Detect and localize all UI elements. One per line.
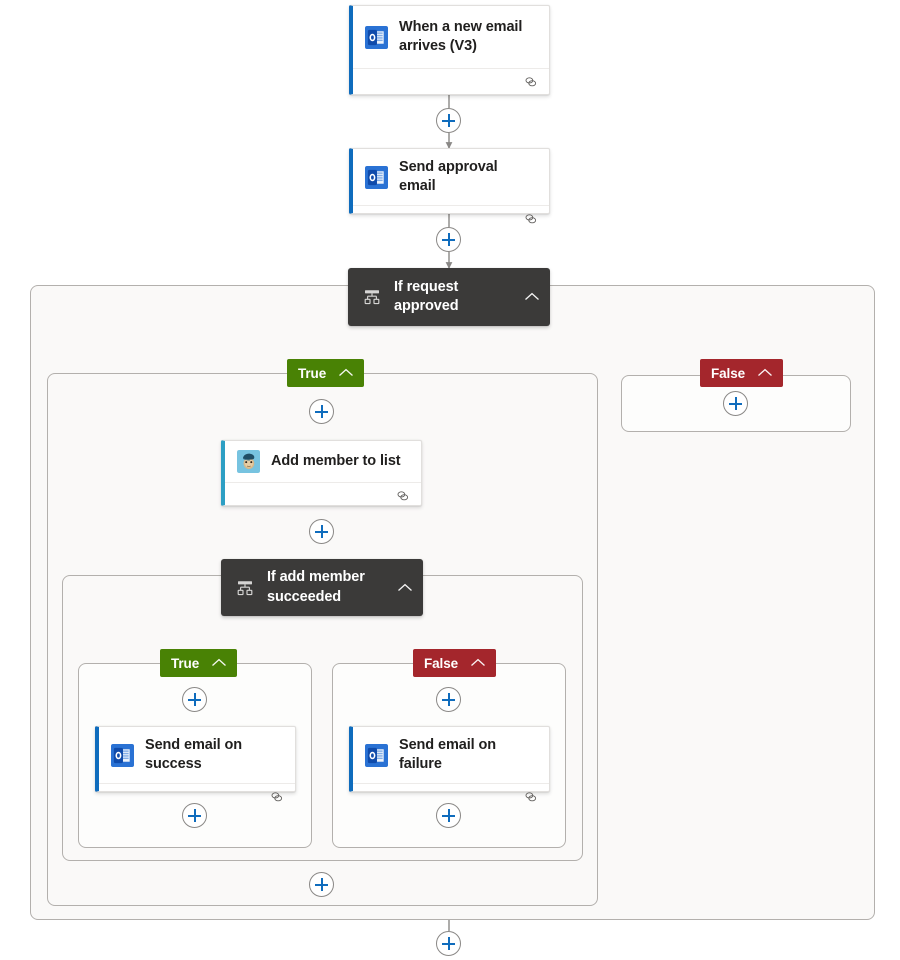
card-header: Add member to list [225,441,421,482]
branch-pill-outer-false[interactable]: False [700,359,784,387]
card-send-approval-email[interactable]: Send approval email [349,148,550,224]
connections-link-icon[interactable] [523,212,539,226]
card-title: Send email on success [145,737,242,773]
card-add-member-to-list[interactable]: Add member to list [221,440,422,506]
chevron-up-icon[interactable] [397,583,413,593]
chevron-up-icon[interactable] [470,658,486,668]
branch-label: True [298,365,327,381]
branch-pill-inner-false[interactable]: False [413,649,497,677]
chevron-up-icon[interactable] [211,658,227,668]
card-footer [353,783,549,809]
card-send-email-on-success[interactable]: Send email on success [95,726,296,802]
condition-card-if-add-member-succeeded[interactable]: If add member succeeded [221,559,423,616]
outlook-icon [111,743,134,767]
card-header: Send email on failure [353,727,549,783]
connections-link-icon[interactable] [523,790,539,804]
outlook-icon [365,165,388,189]
add-step-in-inner-true-branch-bottom[interactable] [182,803,207,828]
branch-pill-inner-true[interactable]: True [160,649,238,677]
add-step-after-send-approval-email[interactable] [436,227,461,252]
add-step-in-outer-true-branch[interactable] [309,399,334,424]
card-footer [225,482,421,508]
outlook-icon [365,743,388,767]
add-step-after-trigger[interactable] [436,108,461,133]
add-step-end-of-flow[interactable] [436,931,461,956]
mailchimp-icon [237,450,260,473]
chevron-up-icon[interactable] [757,368,773,378]
card-header: Send approval email [353,149,549,205]
branch-label: True [171,655,200,671]
card-footer [99,783,295,809]
connections-link-icon[interactable] [395,489,411,503]
condition-title: If request approved [394,278,459,314]
chevron-up-icon[interactable] [524,292,540,302]
chevron-up-icon[interactable] [338,368,354,378]
branch-label: False [711,365,746,381]
add-step-in-inner-false-branch-bottom[interactable] [436,803,461,828]
branch-pill-outer-true[interactable]: True [287,359,365,387]
add-step-in-inner-false-branch-top[interactable] [436,687,461,712]
condition-title: If add member succeeded [267,569,365,605]
card-footer [353,68,549,94]
card-header: Send email on success [99,727,295,783]
card-title: Send approval email [399,159,498,195]
add-step-after-add-member-to-list[interactable] [309,519,334,544]
add-step-in-inner-true-branch-top[interactable] [182,687,207,712]
card-send-email-on-failure[interactable]: Send email on failure [349,726,550,802]
outlook-icon [365,25,388,49]
add-step-in-outer-false-branch[interactable] [723,391,748,416]
card-title: Send email on failure [399,737,496,773]
connections-link-icon[interactable] [523,75,539,89]
condition-icon [237,580,253,595]
branch-label: False [424,655,459,671]
connections-link-icon[interactable] [269,790,285,804]
card-title: When a new email arrives (V3) [399,18,523,54]
add-step-end-of-outer-true-branch[interactable] [309,872,334,897]
condition-icon [364,290,380,305]
card-title: Add member to list [271,452,401,469]
card-header: When a new email arrives (V3) [353,6,549,68]
card-when-a-new-email-arrives[interactable]: When a new email arrives (V3) [349,5,550,95]
condition-card-if-request-approved[interactable]: If request approved [348,268,550,326]
card-footer [353,205,549,231]
